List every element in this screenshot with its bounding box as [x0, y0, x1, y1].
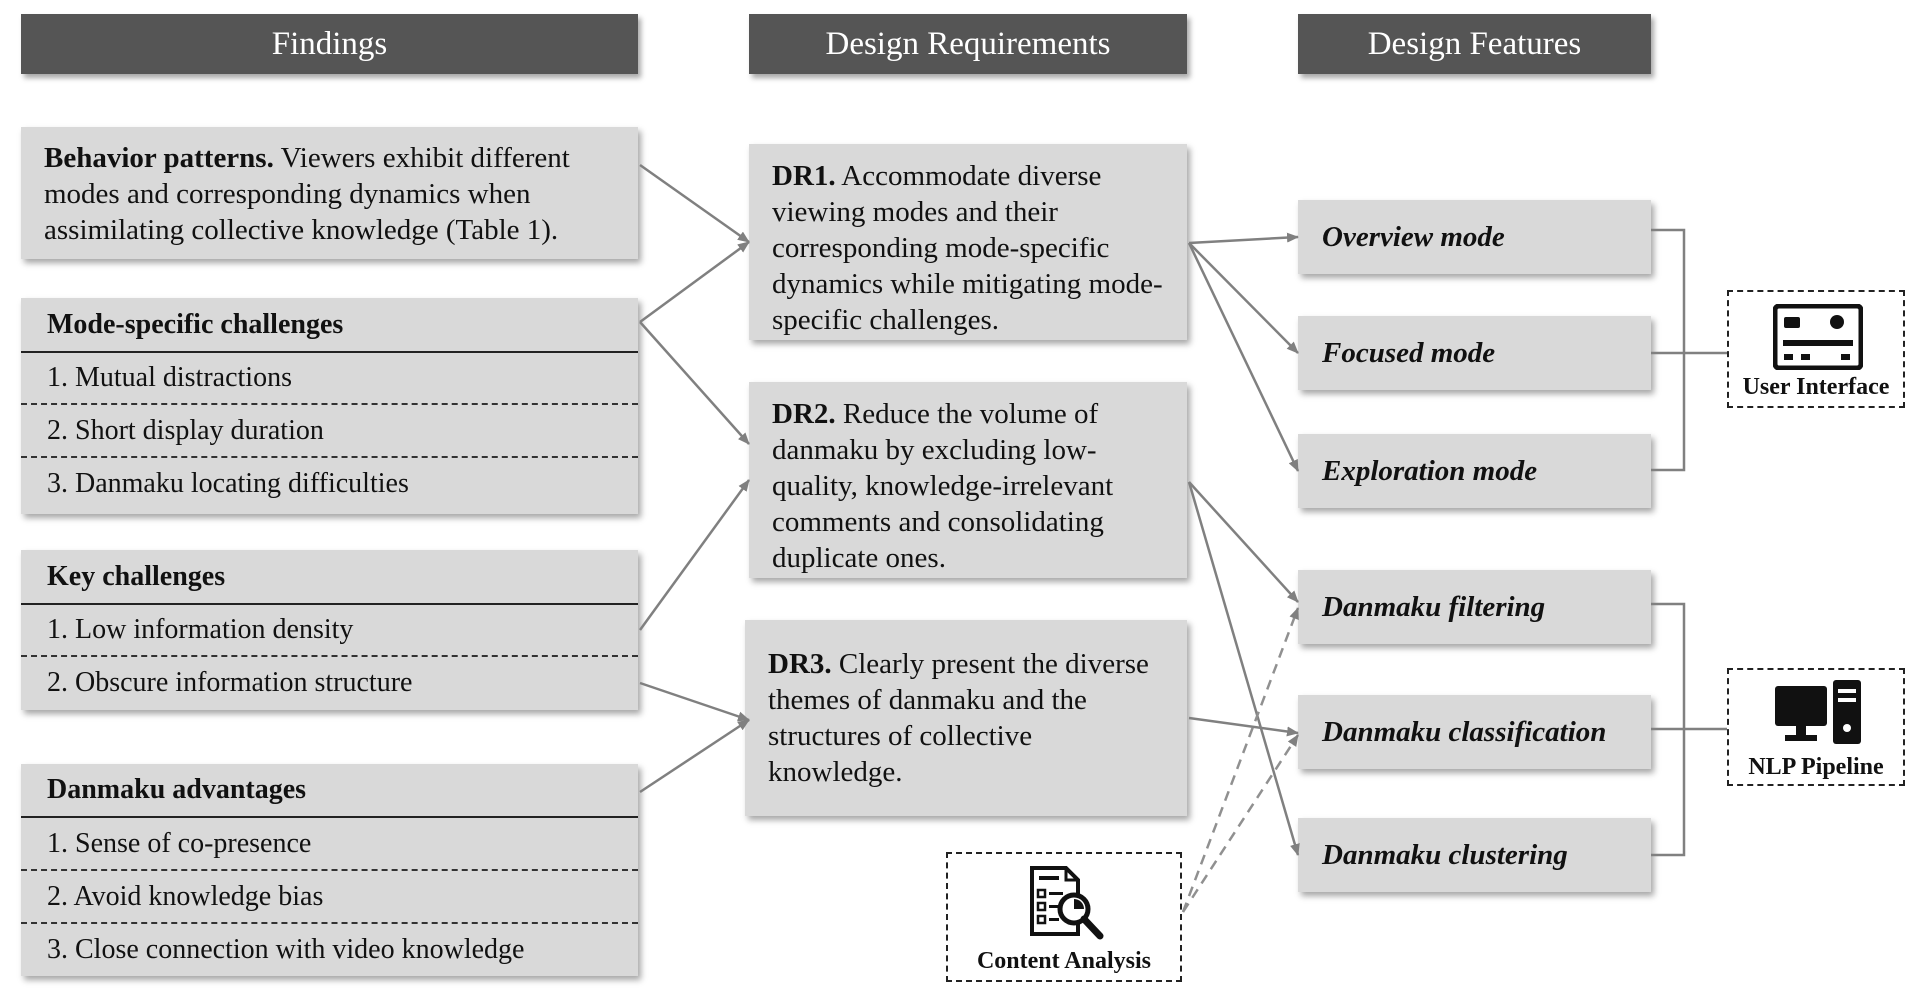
list-item: 1. Low information density	[21, 605, 638, 657]
key-challenges-title: Key challenges	[21, 550, 638, 605]
behavior-patterns-text: Viewers exhibit different modes and corr…	[44, 142, 570, 246]
arrow-advantages-to-dr3	[639, 718, 750, 794]
arrow-dr1-to-focused	[1188, 242, 1299, 354]
document-magnifier-icon	[1030, 866, 1104, 940]
arrow-behavior-to-dr1	[639, 163, 750, 244]
nlp-pipeline-box: NLP Pipeline	[1727, 668, 1905, 786]
behavior-patterns-box: Behavior patterns. Viewers exhibit diffe…	[21, 127, 638, 259]
content-analysis-label: Content Analysis	[976, 948, 1152, 974]
arrow-keychallenges-to-dr2	[638, 479, 751, 631]
user-interface-label: User Interface	[1742, 374, 1890, 400]
dr2-label: DR2.	[772, 398, 836, 430]
features-header: Design Features	[1298, 14, 1651, 74]
user-interface-box: User Interface	[1727, 290, 1905, 408]
behavior-patterns-title: Behavior patterns.	[44, 142, 274, 174]
mode-challenges-title: Mode-specific challenges	[21, 298, 638, 353]
content-analysis-box: Content Analysis	[946, 852, 1182, 982]
arrow-content-to-filtering	[1181, 607, 1300, 913]
arrow-modechallenges-to-dr2	[639, 321, 750, 445]
dr1-label: DR1.	[772, 160, 836, 192]
arrow-dr1-to-exploration	[1187, 242, 1300, 472]
findings-header: Findings	[21, 14, 638, 74]
list-item: 2. Short display duration	[21, 405, 638, 458]
list-item: 2. Obscure information structure	[47, 667, 413, 698]
dr3-label: DR3.	[768, 648, 832, 680]
list-item: 1. Mutual distractions	[21, 353, 638, 405]
list-item: 3. Danmaku locating difficulties	[47, 468, 409, 499]
feature-danmaku-filtering: Danmaku filtering	[1298, 570, 1651, 644]
dr3-text: Clearly present the diverse themes of da…	[768, 648, 1149, 788]
feature-danmaku-clustering: Danmaku clustering	[1298, 818, 1651, 892]
control-panel-icon	[1773, 304, 1863, 370]
arrow-content-to-classification	[1181, 734, 1300, 913]
arrow-dr1-to-overview	[1188, 232, 1299, 245]
requirements-header: Design Requirements	[749, 14, 1187, 74]
dr1-text: Accommodate diverse viewing modes and th…	[772, 160, 1163, 336]
arrow-dr3-to-classification	[1188, 716, 1299, 737]
bracket-ui	[1651, 228, 1727, 472]
feature-overview-mode: Overview mode	[1298, 200, 1651, 274]
dr2-box: DR2. Reduce the volume of danmaku by exc…	[749, 382, 1187, 578]
feature-focused-mode: Focused mode	[1298, 316, 1651, 390]
arrow-modechallenges-to-dr1	[639, 240, 750, 324]
list-item: 3. Close connection with video knowledge	[47, 934, 525, 965]
feature-exploration-mode: Exploration mode	[1298, 434, 1651, 508]
dr1-box: DR1. Accommodate diverse viewing modes a…	[749, 144, 1187, 340]
key-challenges-box: Key challenges 1. Low information densit…	[21, 550, 638, 710]
nlp-pipeline-label: NLP Pipeline	[1748, 754, 1884, 780]
bracket-nlp	[1651, 602, 1727, 857]
computer-icon	[1775, 680, 1861, 744]
mode-challenges-box: Mode-specific challenges 1. Mutual distr…	[21, 298, 638, 514]
danmaku-advantages-title: Danmaku advantages	[21, 764, 638, 818]
list-item: 1. Sense of co-presence	[21, 818, 638, 871]
danmaku-advantages-box: Danmaku advantages 1. Sense of co-presen…	[21, 764, 638, 976]
arrow-dr2-to-filtering	[1188, 481, 1299, 603]
arrow-keychallenges-to-dr3	[639, 681, 750, 722]
dr3-box: DR3. Clearly present the diverse themes …	[745, 620, 1187, 816]
dr2-text: Reduce the volume of danmaku by excludin…	[772, 398, 1114, 574]
list-item: 2. Avoid knowledge bias	[21, 871, 638, 924]
arrow-dr2-to-clustering	[1187, 481, 1300, 856]
feature-danmaku-classification: Danmaku classification	[1298, 695, 1651, 769]
